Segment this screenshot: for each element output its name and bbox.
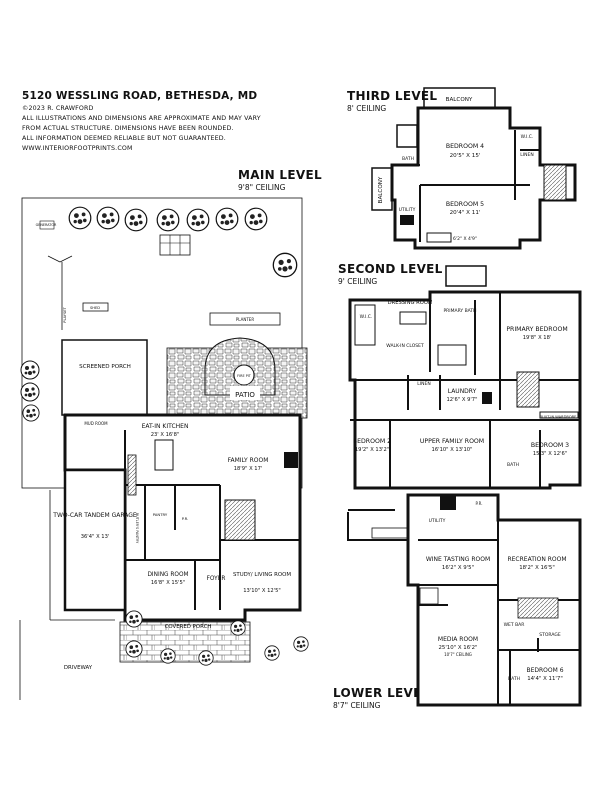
third-balcony-left (371, 167, 393, 211)
bedroom6-label: BEDROOM 6 (526, 667, 563, 674)
lower-level-outline (406, 493, 582, 707)
disclaimer-line-2: FROM ACTUAL STRUCTURE. DIMENSIONS HAVE B… (22, 125, 234, 132)
bedroom3-dim: 15'3" X 12'6" (533, 451, 567, 457)
lower-level-plan (347, 493, 582, 707)
laundry-dim: 12'6" X 9'7" (447, 397, 478, 403)
lower-level-title: LOWER LEVEL (333, 686, 430, 700)
bedroom4-label: BEDROOM 4 (446, 143, 484, 150)
dressing-room-label: DRESSING ROOM (388, 300, 433, 306)
bedroom2-dim: 19'2" X 13'2" (355, 447, 389, 453)
third-utility-label: UTILITY (399, 207, 416, 213)
lower-level-labels: P.R. UTILITY WINE TASTING ROOM 16'2" X 9… (426, 501, 567, 682)
wet-bar-label: WET BAR (504, 622, 525, 628)
main-level-plan (19, 197, 308, 700)
planter-label: PLANTER (236, 317, 254, 322)
disclaimer-line-1: ALL ILLUSTRATIONS AND DIMENSIONS ARE APP… (22, 115, 261, 122)
generator-label: GENERATOR (36, 223, 57, 227)
bedroom5-dim: 20'4" X 11' (450, 210, 481, 216)
third-level-title: THIRD LEVEL (347, 89, 438, 103)
second-level-heading: SECOND LEVEL 9' CEILING (338, 262, 443, 286)
third-bath-label: BATH (402, 156, 414, 162)
family-room-dim: 18'9" X 17' (234, 466, 263, 472)
wine-room-dim: 16'2" X 9'5" (442, 565, 474, 571)
builtin-wardrobe-label: BUILT-IN WARDROBE (540, 415, 578, 419)
wine-room-label: WINE TASTING ROOM (426, 556, 490, 563)
laundry-label: LAUNDRY (448, 388, 477, 395)
third-level-ceiling: 8' CEILING (347, 104, 387, 113)
garage-label: TWO-CAR TANDEM GARAGE (52, 512, 137, 519)
walkin-closet-label: WALK-IN CLOSET (386, 343, 424, 349)
bedroom4-dim: 20'5" X 15' (450, 153, 481, 159)
website-text: WWW.INTERIORFOOTPRINTS.COM (22, 145, 133, 152)
family-room-label: FAMILY ROOM (228, 457, 269, 464)
media-room-dim: 25'10" X 16'2" (438, 645, 477, 651)
third-landing-dim: 6'2" X 4'9" (453, 236, 477, 242)
bedroom6-dim: 14'4" X 11'7" (527, 676, 563, 682)
study-dim: 13'10" X 12'5" (243, 588, 281, 594)
second-level-plan (348, 265, 582, 490)
patio-label: PATIO (235, 391, 255, 399)
copyright-text: ©2023 R. CRAWFORD (22, 105, 94, 112)
primary-bath-label: PRIMARY BATH (443, 308, 476, 314)
third-level-labels: BALCONY BALCONY BEDROOM 4 20'5" X 15' BE… (378, 97, 534, 242)
lower-level-ceiling: 8'7" CEILING (333, 701, 381, 710)
pantry-label: PANTRY (153, 512, 168, 517)
third-balcony-left-label: BALCONY (378, 176, 384, 203)
main-level-title: MAIN LEVEL (238, 168, 322, 182)
upper-family-label: UPPER FAMILY ROOM (420, 438, 484, 445)
upper-family-dim: 16'10" X 13'10" (432, 447, 473, 453)
eatin-kitchen-dim: 23' X 16'8" (151, 432, 180, 438)
second-linen-label: LINEN (417, 381, 430, 387)
bedroom5-label: BEDROOM 5 (446, 201, 484, 208)
primary-bedroom-dim: 19'8" X 18' (523, 335, 552, 341)
screened-porch-label: SCREENED PORCH (79, 364, 131, 370)
third-balcony-top-label: BALCONY (446, 97, 473, 103)
third-level-plan (371, 87, 577, 250)
fire-pit-label: FIRE PIT (237, 374, 252, 378)
butlers-pantry-label: BUTLER'S PANTRY (135, 513, 139, 544)
recreation-room-label: RECREATION ROOM (507, 556, 566, 563)
dining-room-label: DINING ROOM (147, 572, 188, 578)
second-wic-label: W.I.C. (360, 314, 373, 320)
mud-room-label: MUD ROOM (84, 421, 108, 426)
main-level-labels: GENERATOR PLAYSET SHED PLANTER SCREENED … (36, 223, 292, 671)
third-wic-label: W.I.C. (521, 134, 534, 140)
lower-bath-label: BATH (508, 676, 520, 682)
eatin-kitchen-label: EAT-IN KITCHEN (142, 423, 189, 430)
recreation-room-dim: 18'2" X 16'5" (519, 565, 555, 571)
bedroom2-label: BEDROOM 2 (353, 438, 391, 445)
primary-bedroom-label: PRIMARY BEDROOM (506, 326, 567, 333)
second-level-labels: DRESSING ROOM W.I.C. PRIMARY BATH WALK-I… (353, 300, 577, 468)
main-level-heading: MAIN LEVEL 9'8" CEILING (238, 168, 322, 192)
third-level-heading: THIRD LEVEL 8' CEILING (347, 89, 437, 113)
dining-room-dim: 16'8" X 15'5" (151, 580, 185, 586)
lower-pr-label: P.R. (476, 501, 483, 506)
foyer-label: FOYER (207, 576, 226, 582)
study-label: STUDY/ LIVING ROOM (233, 572, 291, 578)
garage-outline (63, 468, 127, 612)
disclaimer-line-3: ALL INFORMATION DEEMED RELIABLE BUT NOT … (22, 135, 226, 142)
main-pr-label: P.R. (182, 516, 189, 521)
address-title: 5120 WESSLING ROAD, BETHESDA, MD (22, 90, 258, 102)
garage-dim: 36'4" X 13' (81, 534, 110, 540)
bedroom3-label: BEDROOM 3 (531, 442, 569, 449)
header-block: 5120 WESSLING ROAD, BETHESDA, MD ©2023 R… (22, 90, 322, 154)
main-level-ceiling: 9'8" CEILING (238, 183, 286, 192)
second-bath-label: BATH (507, 462, 519, 468)
storage-label: STORAGE (539, 632, 561, 638)
media-room-label: MEDIA ROOM (438, 636, 478, 643)
second-level-ceiling: 9' CEILING (338, 277, 378, 286)
covered-porch-label: COVERED PORCH (165, 624, 212, 630)
media-ceiling-label: 10'7" CEILING (444, 652, 472, 657)
third-linen-label: LINEN (520, 152, 533, 158)
lower-utility-label: UTILITY (429, 518, 446, 524)
screened-porch-outline (61, 339, 148, 416)
lower-level-heading: LOWER LEVEL 8'7" CEILING (333, 686, 430, 710)
shed-label: SHED (90, 306, 100, 310)
playset-label: PLAYSET (63, 307, 67, 323)
driveway-label: DRIVEWAY (64, 665, 93, 671)
second-level-title: SECOND LEVEL (338, 262, 443, 276)
